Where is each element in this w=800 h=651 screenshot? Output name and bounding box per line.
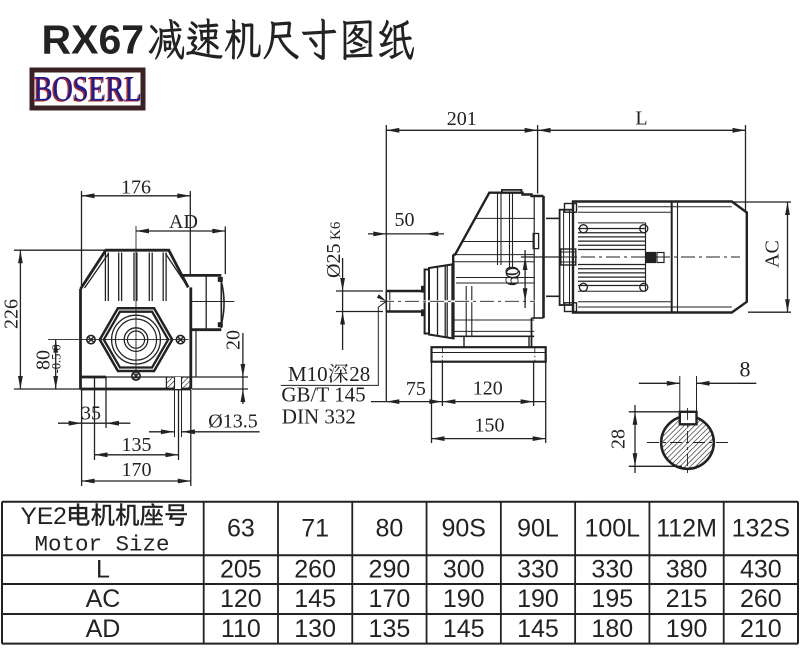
svg-text:170: 170: [369, 585, 411, 613]
svg-text:190: 190: [517, 585, 559, 613]
svg-text:0: 0: [50, 344, 64, 350]
svg-text:90L: 90L: [517, 515, 559, 543]
svg-text:135: 135: [122, 434, 152, 456]
svg-text:80: 80: [376, 515, 404, 543]
svg-text:DIN 332: DIN 332: [282, 405, 356, 429]
svg-text:BOSERL: BOSERL: [33, 70, 141, 110]
svg-text:28: 28: [349, 362, 370, 386]
svg-text:201: 201: [447, 108, 477, 130]
svg-text:80: 80: [33, 350, 55, 370]
svg-text:205: 205: [220, 556, 262, 584]
svg-text:50: 50: [395, 209, 415, 231]
svg-text:190: 190: [666, 615, 708, 643]
svg-text:145: 145: [517, 615, 559, 643]
svg-text:90S: 90S: [441, 515, 485, 543]
svg-text:Motor Size: Motor Size: [34, 532, 169, 558]
svg-text:35: 35: [81, 403, 101, 425]
svg-text:110: 110: [221, 615, 261, 643]
svg-text:190: 190: [443, 585, 485, 613]
svg-text:63: 63: [227, 515, 255, 543]
svg-text:Ø13.5: Ø13.5: [208, 411, 257, 433]
svg-text:132S: 132S: [732, 515, 790, 543]
svg-text:130: 130: [294, 615, 336, 643]
svg-text:150: 150: [475, 415, 505, 437]
svg-text:135: 135: [369, 615, 411, 643]
svg-text:120: 120: [220, 585, 262, 613]
svg-text:Ø25: Ø25: [323, 244, 345, 278]
svg-text:AC: AC: [762, 240, 784, 268]
svg-text:20: 20: [222, 330, 244, 350]
svg-text:M10: M10: [288, 362, 328, 386]
svg-text:330: 330: [517, 556, 559, 584]
svg-text:BOSERL: BOSERL: [34, 69, 142, 109]
svg-text:300: 300: [443, 556, 485, 584]
svg-text:210: 210: [740, 615, 782, 643]
svg-text:71: 71: [301, 515, 329, 543]
svg-text:AC: AC: [86, 585, 121, 613]
svg-text:100L: 100L: [584, 515, 640, 543]
svg-text:-0.5: -0.5: [50, 354, 64, 374]
svg-text:145: 145: [443, 615, 485, 643]
svg-text:330: 330: [591, 556, 633, 584]
svg-text:120: 120: [473, 378, 503, 400]
svg-text:8: 8: [740, 357, 751, 382]
svg-text:YE2: YE2: [21, 503, 67, 530]
svg-text:260: 260: [740, 585, 782, 613]
svg-text:170: 170: [122, 459, 152, 481]
svg-text:GB/T 145: GB/T 145: [281, 383, 365, 407]
svg-text:AD: AD: [86, 615, 121, 643]
svg-text:60: 60: [502, 266, 524, 286]
svg-text:215: 215: [666, 585, 708, 613]
svg-text:195: 195: [591, 585, 633, 613]
svg-text:AD: AD: [169, 211, 198, 233]
svg-text:290: 290: [369, 556, 411, 584]
svg-text:75: 75: [406, 378, 426, 400]
svg-text:380: 380: [666, 556, 708, 584]
svg-text:180: 180: [591, 615, 633, 643]
svg-text:112M: 112M: [656, 515, 717, 543]
svg-text:176: 176: [121, 177, 151, 199]
svg-text:430: 430: [740, 556, 782, 584]
svg-text:L: L: [96, 556, 110, 584]
svg-text:226: 226: [1, 299, 23, 329]
svg-text:L: L: [635, 108, 647, 130]
svg-text:RX67: RX67: [42, 17, 145, 63]
svg-text:K6: K6: [328, 221, 344, 240]
svg-text:28: 28: [608, 429, 630, 449]
svg-text:260: 260: [294, 556, 336, 584]
svg-text:145: 145: [294, 585, 336, 613]
